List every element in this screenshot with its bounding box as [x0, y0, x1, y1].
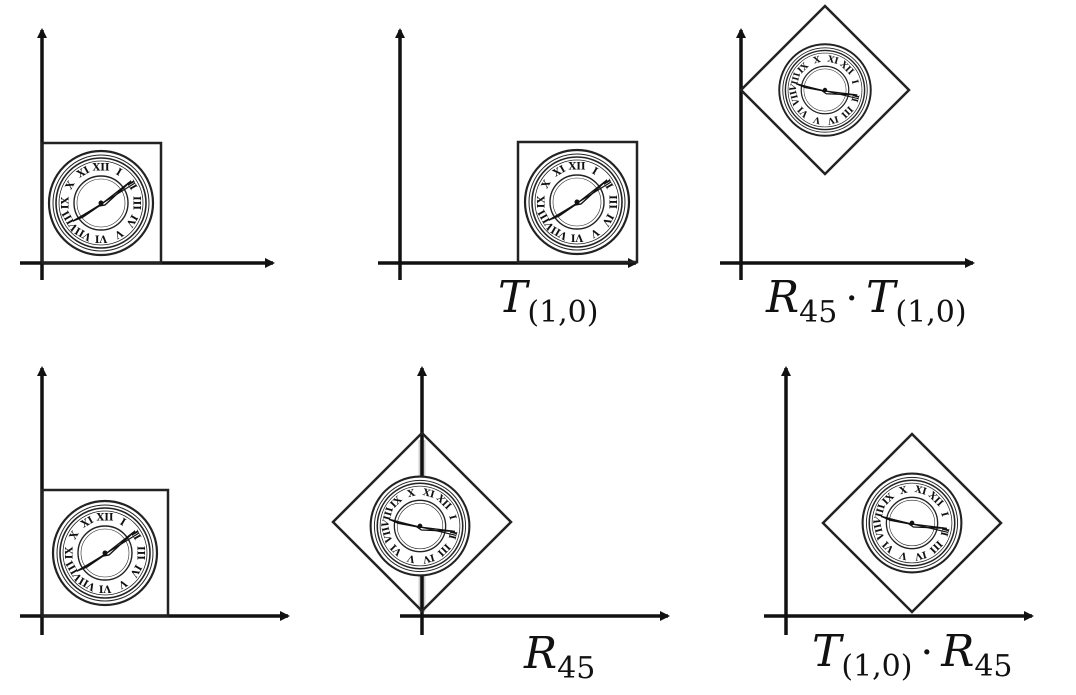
frame-square: [516, 140, 639, 264]
label-translate-after-rotate: T(1,0)·R45: [812, 626, 1013, 684]
frame-square: [40, 488, 170, 618]
frame-diamond: [821, 432, 1003, 614]
panel-rotate: R45: [331, 366, 670, 686]
clock-icon: [47, 149, 155, 257]
panel-original-bottom: [20, 366, 290, 635]
clock-icon: [841, 452, 983, 594]
clock-icon: [349, 455, 491, 597]
label-translate: T(1,0): [498, 272, 598, 330]
frame-diamond: [331, 431, 513, 613]
label-rotate: R45: [523, 628, 595, 686]
panel-rotate-after-translate: R45·T(1,0): [720, 4, 975, 330]
panel-translate: T(1,0): [378, 28, 639, 330]
frame-diamond: [739, 4, 911, 176]
frame-square: [40, 141, 163, 265]
clock-icon: [51, 499, 159, 607]
panel-translate-after-rotate: T(1,0)·R45: [764, 366, 1034, 684]
clock-icon: [759, 24, 891, 156]
label-rotate-after-translate: R45·T(1,0): [765, 272, 967, 330]
clock-icon: [523, 148, 631, 256]
panel-original-top: [20, 28, 275, 280]
